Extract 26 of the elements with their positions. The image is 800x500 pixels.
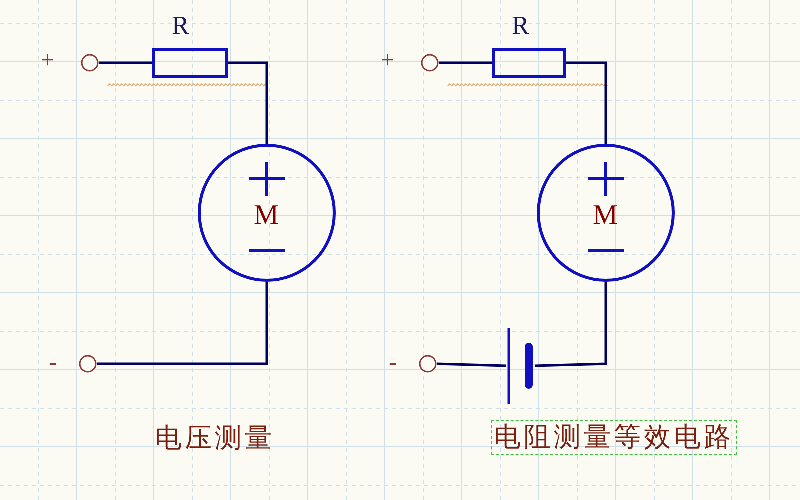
motor-label: M [593, 202, 618, 230]
terminal-circle [79, 355, 97, 373]
motor-symbol [198, 144, 336, 282]
polarity-sign: + [381, 49, 395, 73]
component-label: R [512, 13, 530, 39]
caption-text: 电阻测量等效电路 [492, 421, 736, 454]
wire [534, 282, 608, 368]
motor-symbol [537, 144, 675, 282]
wire [97, 282, 268, 366]
battery-symbol [506, 328, 535, 404]
resistor-symbol [492, 48, 566, 78]
wire [99, 62, 152, 64]
resistor-symbol [152, 48, 228, 78]
polarity-sign: - [389, 351, 397, 375]
wire [436, 362, 506, 368]
component-label: R [172, 13, 190, 39]
wire [439, 62, 492, 64]
wire [566, 62, 608, 144]
motor-label: M [254, 202, 279, 230]
terminal-circle [421, 54, 439, 72]
terminal-circle [419, 355, 437, 373]
polarity-sign: + [41, 49, 55, 73]
caption-text: 电压测量 [155, 425, 275, 452]
terminal-circle [81, 54, 99, 72]
polarity-sign: - [49, 351, 57, 375]
wire [228, 62, 268, 144]
